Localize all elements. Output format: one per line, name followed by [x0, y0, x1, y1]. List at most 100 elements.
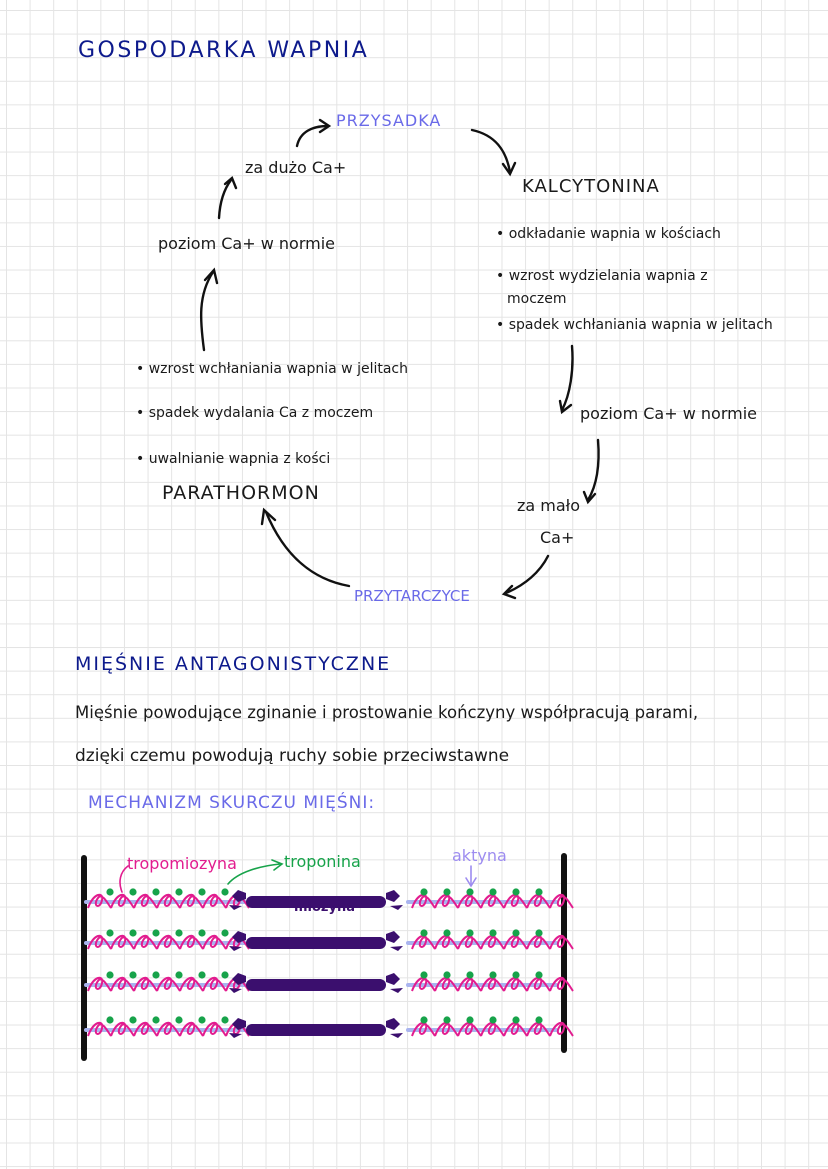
troponin-dot — [535, 929, 543, 937]
troponin-dot — [152, 1016, 160, 1024]
myosin-heads-right — [386, 890, 403, 910]
tropomyosin-coil-right — [411, 1021, 574, 1037]
troponin-dot — [129, 929, 137, 937]
troponin-dot — [443, 971, 451, 979]
troponin-dot — [489, 1016, 497, 1024]
troponin-dot — [175, 971, 183, 979]
troponin-dot — [106, 888, 114, 896]
arrow-to-parathormon — [264, 510, 351, 588]
mechanism-subheading: MECHANIZM SKURCZU MIĘŚNI: — [88, 793, 376, 813]
arrow-to-przytarczyce — [504, 554, 550, 595]
section-heading: MIĘŚNIE ANTAGONISTYCZNE — [75, 653, 392, 675]
troponin-dot — [466, 971, 474, 979]
troponin-dot — [466, 1016, 474, 1024]
parathormon-effect: • uwalnianie wapnia z kości — [136, 451, 331, 467]
myosin-heads-right — [386, 973, 403, 993]
poziom-left-label: poziom Ca+ w normie — [158, 234, 335, 253]
page-title: GOSPODARKA WAPNIA — [78, 38, 370, 63]
aktyna-label: aktyna — [452, 846, 507, 865]
kalcytonina-effect: • wzrost wydzielania wapnia z — [496, 268, 708, 284]
troponin-dot — [512, 888, 520, 896]
arrow-to-przysadka — [295, 124, 330, 148]
arrow-to-kalcytonina — [470, 128, 512, 174]
troponin-dot — [466, 888, 474, 896]
parathormon-effect: • spadek wydalania Ca z moczem — [136, 405, 374, 421]
troponin-dot — [489, 888, 497, 896]
parathormon-effect: • wzrost wchłaniania wapnia w jelitach — [136, 361, 408, 377]
troponin-dot — [512, 971, 520, 979]
tropomyosin-coil-left — [87, 976, 250, 992]
troponin-dot — [466, 929, 474, 937]
troponin-dot — [198, 971, 206, 979]
kalcytonina-effect: • spadek wchłaniania wapnia w jelitach — [496, 317, 773, 333]
kalcytonina-effect: moczem — [507, 291, 567, 307]
troponina-label: troponina — [284, 852, 361, 871]
troponin-dot — [198, 1016, 206, 1024]
poziom-right-label: poziom Ca+ w normie — [580, 404, 757, 423]
myosin-heads-right — [386, 931, 403, 951]
tropomyosin-coil-right — [411, 934, 574, 950]
troponin-dot — [106, 971, 114, 979]
tropomiozyna-label: tropomiozyna — [127, 854, 237, 873]
troponin-dot — [106, 929, 114, 937]
troponin-dot — [175, 929, 183, 937]
myosin-filament — [246, 896, 386, 908]
parathormon-label: PARATHORMON — [162, 482, 320, 504]
tropomyosin-coil-left — [87, 1021, 250, 1037]
troponin-dot — [129, 971, 137, 979]
myosin-heads-left — [229, 890, 246, 910]
za-malo-label: za mało — [517, 496, 581, 515]
przysadka-label: PRZYSADKA — [336, 111, 442, 130]
troponin-dot — [420, 929, 428, 937]
miozyna-label: miozyna — [294, 900, 356, 915]
myosin-heads-right — [386, 1018, 403, 1038]
troponin-dot — [106, 1016, 114, 1024]
troponin-dot — [535, 1016, 543, 1024]
arrow-to-za-duzo — [217, 178, 233, 220]
troponin-dot — [152, 888, 160, 896]
section-paragraph-line1: Mięśnie powodujące zginanie i prostowani… — [75, 703, 699, 722]
troponin-dot — [535, 888, 543, 896]
section-paragraph-line2: dzięki czemu powodują ruchy sobie przeci… — [75, 746, 510, 766]
myosin-filament — [246, 937, 386, 949]
troponin-dot — [221, 971, 229, 979]
troponin-dot — [512, 1016, 520, 1024]
troponin-dot — [489, 971, 497, 979]
myosin-filament — [246, 979, 386, 991]
troponin-dot — [221, 1016, 229, 1024]
troponin-dot — [512, 929, 520, 937]
kalcytonina-label: KALCYTONINA — [522, 176, 660, 197]
tropomyosin-coil-left — [87, 934, 250, 950]
za-duzo-label: za dużo Ca+ — [245, 158, 347, 177]
troponin-dot — [535, 971, 543, 979]
troponin-dot — [443, 929, 451, 937]
myosin-heads-left — [229, 931, 246, 951]
myosin-heads-left — [229, 1018, 246, 1038]
troponin-dot — [198, 929, 206, 937]
za-malo-ca-label: Ca+ — [540, 528, 575, 547]
troponin-dot — [420, 1016, 428, 1024]
tropomyosin-coil-right — [411, 893, 574, 909]
tropomyosin-coil-left — [87, 893, 250, 909]
kalcytonina-effect: • odkładanie wapnia w kościach — [496, 226, 721, 242]
tropomyosin-coil-right — [411, 976, 574, 992]
troponin-dot — [129, 888, 137, 896]
cycle-arrows — [199, 118, 600, 600]
arrow-to-poziom-left — [199, 270, 215, 352]
troponin-dot — [420, 888, 428, 896]
troponin-dot — [198, 888, 206, 896]
troponin-dot — [489, 929, 497, 937]
troponin-dot — [175, 888, 183, 896]
myosin-filament — [246, 1024, 386, 1036]
myosin-heads-left — [229, 973, 246, 993]
troponin-dot — [152, 929, 160, 937]
troponin-dot — [152, 971, 160, 979]
troponin-dot — [221, 888, 229, 896]
troponin-dot — [175, 1016, 183, 1024]
troponin-dot — [221, 929, 229, 937]
troponin-dot — [443, 1016, 451, 1024]
troponin-dot — [443, 888, 451, 896]
troponin-dot — [420, 971, 428, 979]
